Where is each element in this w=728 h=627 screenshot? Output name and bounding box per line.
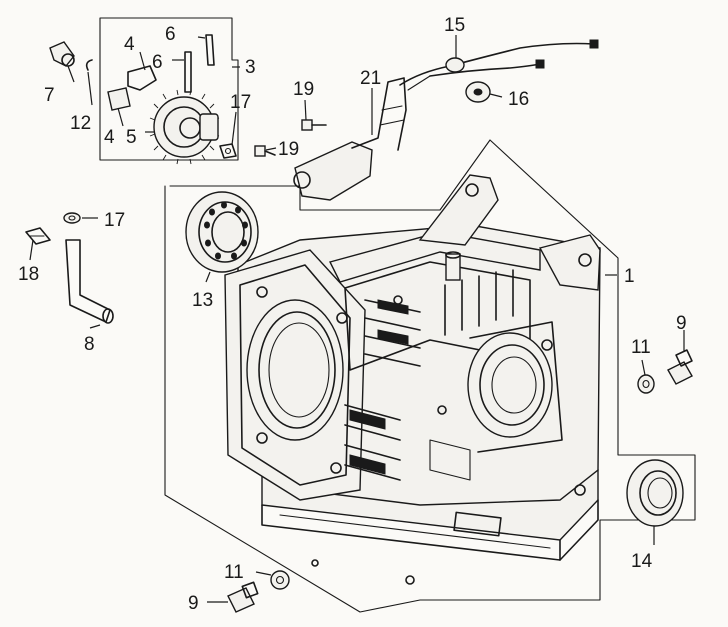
seal-17-left (63, 212, 81, 224)
callout-3: 3 (245, 57, 256, 78)
washer-11-right (637, 374, 655, 394)
callout-8: 8 (84, 334, 95, 355)
leader-lines (29, 35, 685, 603)
tube-8 (65, 239, 114, 324)
clip-18 (25, 227, 51, 245)
drain-bolt-9-right (667, 349, 693, 385)
grommet-16 (465, 81, 491, 103)
breather-21 (293, 77, 407, 201)
callout-11-right: 11 (631, 337, 651, 358)
washer-11-bottom (270, 570, 290, 590)
callout-5: 5 (126, 127, 137, 148)
callout-19-upper: 19 (293, 79, 314, 100)
callout-11-bottom: 11 (224, 562, 244, 583)
crankcase-body (224, 174, 601, 585)
callout-6-upper: 6 (165, 24, 176, 45)
callout-18: 18 (18, 264, 39, 285)
callout-14: 14 (631, 551, 653, 572)
callout-labels: 1 3 4 4 5 6 6 7 8 9 9 11 11 12 13 14 15 … (18, 15, 687, 614)
drain-bolt-9-bottom (227, 581, 259, 613)
gasket-17-governor (219, 143, 237, 159)
callout-21: 21 (360, 68, 381, 89)
callout-4-upper: 4 (124, 34, 135, 55)
governor-group-frame (99, 17, 239, 161)
pin-12 (85, 59, 93, 71)
callout-19-lower: 19 (278, 139, 299, 160)
harness-15 (399, 39, 599, 91)
governor-arm-4-upper (127, 65, 157, 91)
callout-16: 16 (508, 89, 529, 110)
bolt-19-upper (301, 119, 327, 131)
governor-shaft-6-lower (184, 51, 192, 93)
callout-4-lower: 4 (104, 127, 115, 148)
callout-12: 12 (70, 113, 91, 134)
callout-13: 13 (192, 290, 213, 311)
callout-17-governor: 17 (230, 92, 251, 113)
callout-15: 15 (444, 15, 465, 36)
ball-bearing-13 (185, 191, 259, 273)
callout-1: 1 (624, 266, 635, 287)
callout-9-right: 9 (676, 313, 687, 334)
cap-7 (49, 41, 75, 67)
callout-7: 7 (44, 85, 55, 106)
bolt-19-lower (254, 145, 276, 157)
callout-9-bottom: 9 (188, 593, 199, 614)
governor-arm-4-lower (107, 87, 131, 111)
crankcase-group-frame (164, 139, 696, 613)
callout-17-left: 17 (104, 210, 125, 231)
governor-shaft-6-upper (205, 34, 215, 66)
callout-6-lower: 6 (152, 52, 163, 73)
oil-seal-14 (626, 459, 684, 527)
governor-gear-5 (149, 89, 220, 165)
